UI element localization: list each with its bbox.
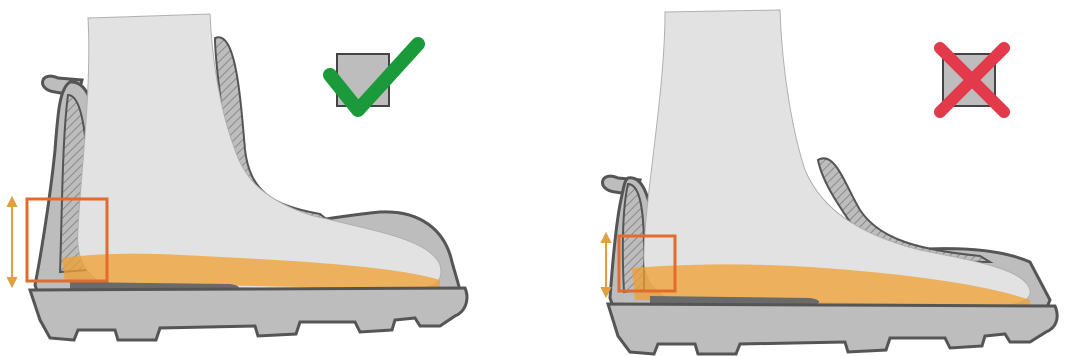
- correct-fit-illustration: [0, 0, 520, 356]
- heel-gap-arrow: [8, 198, 16, 286]
- outsole: [30, 288, 467, 340]
- outsole: [608, 304, 1057, 354]
- incorrect-fit-panel: [560, 0, 1065, 356]
- correct-fit-panel: [0, 0, 520, 356]
- incorrect-fit-illustration: [560, 0, 1065, 356]
- cross-icon: [940, 48, 1004, 112]
- heel-gap-arrow: [602, 234, 610, 296]
- check-icon: [330, 44, 418, 110]
